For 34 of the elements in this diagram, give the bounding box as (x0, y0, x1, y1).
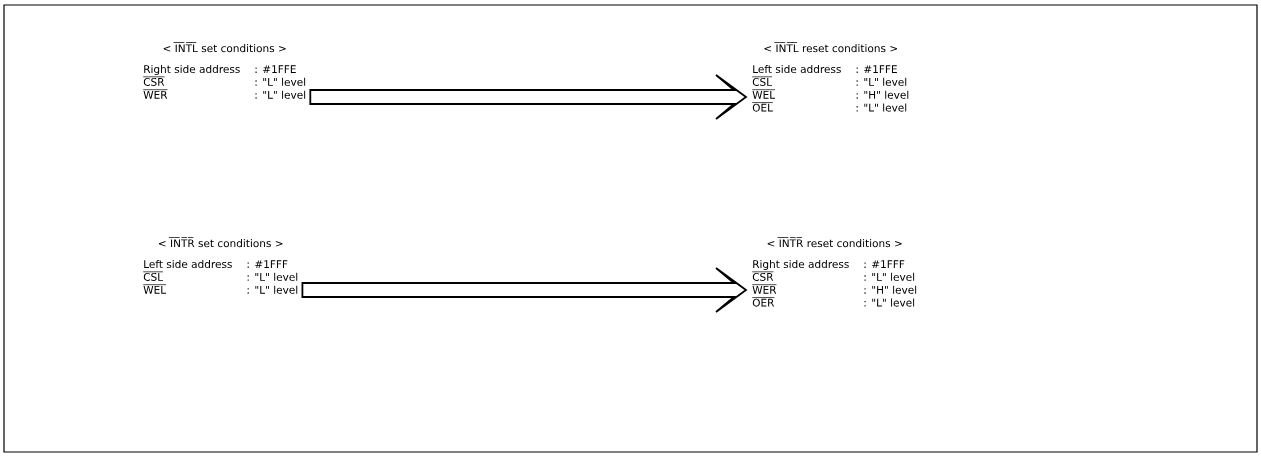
double-arrow (309, 74, 748, 120)
signal-name: WER (751, 284, 777, 294)
signal-value: : "L" level (247, 285, 298, 294)
condition-heading: < I̅N̅T̅R̅ set conditions > (159, 237, 283, 248)
condition-heading: < I̅N̅T̅R̅ reset conditions > (767, 237, 902, 248)
condition-heading: < I̅N̅T̅L̅ reset conditions > (764, 42, 897, 53)
signal-name: WER (142, 89, 168, 99)
condition-heading: < I̅N̅T̅L̅ set conditions > (163, 42, 286, 53)
signal-value: : #1FFE (856, 65, 897, 73)
signal-name: CSL (751, 76, 773, 86)
signal-value: : "L" level (864, 272, 915, 281)
signal-value: : "L" level (856, 103, 907, 112)
signal-value: : "L" level (864, 298, 915, 307)
signal-name: CSR (751, 271, 774, 281)
signal-value: : "H" level (864, 285, 917, 294)
signal-value: : #1FFE (255, 65, 296, 73)
signal-name: Right side address (753, 259, 849, 271)
signal-name: CSL (142, 271, 164, 281)
signal-name: Left side address (753, 64, 841, 74)
signal-name: WEL (142, 284, 167, 294)
signal-name: WEL (751, 89, 776, 99)
signal-name: OER (751, 297, 775, 307)
signal-value: : "L" level (255, 90, 306, 99)
double-arrow (301, 267, 748, 313)
signal-name: CSR (142, 76, 165, 86)
signal-name: Right side address (144, 64, 240, 76)
signal-value: : "L" level (856, 77, 907, 86)
signal-value: : #1FFF (247, 260, 288, 268)
signal-value: : "H" level (856, 90, 909, 99)
signal-value: : #1FFF (864, 260, 905, 268)
signal-value: : "L" level (255, 77, 306, 86)
signal-value: : "L" level (247, 272, 298, 281)
signal-name: Left side address (144, 259, 232, 269)
signal-name: OEL (751, 102, 774, 112)
